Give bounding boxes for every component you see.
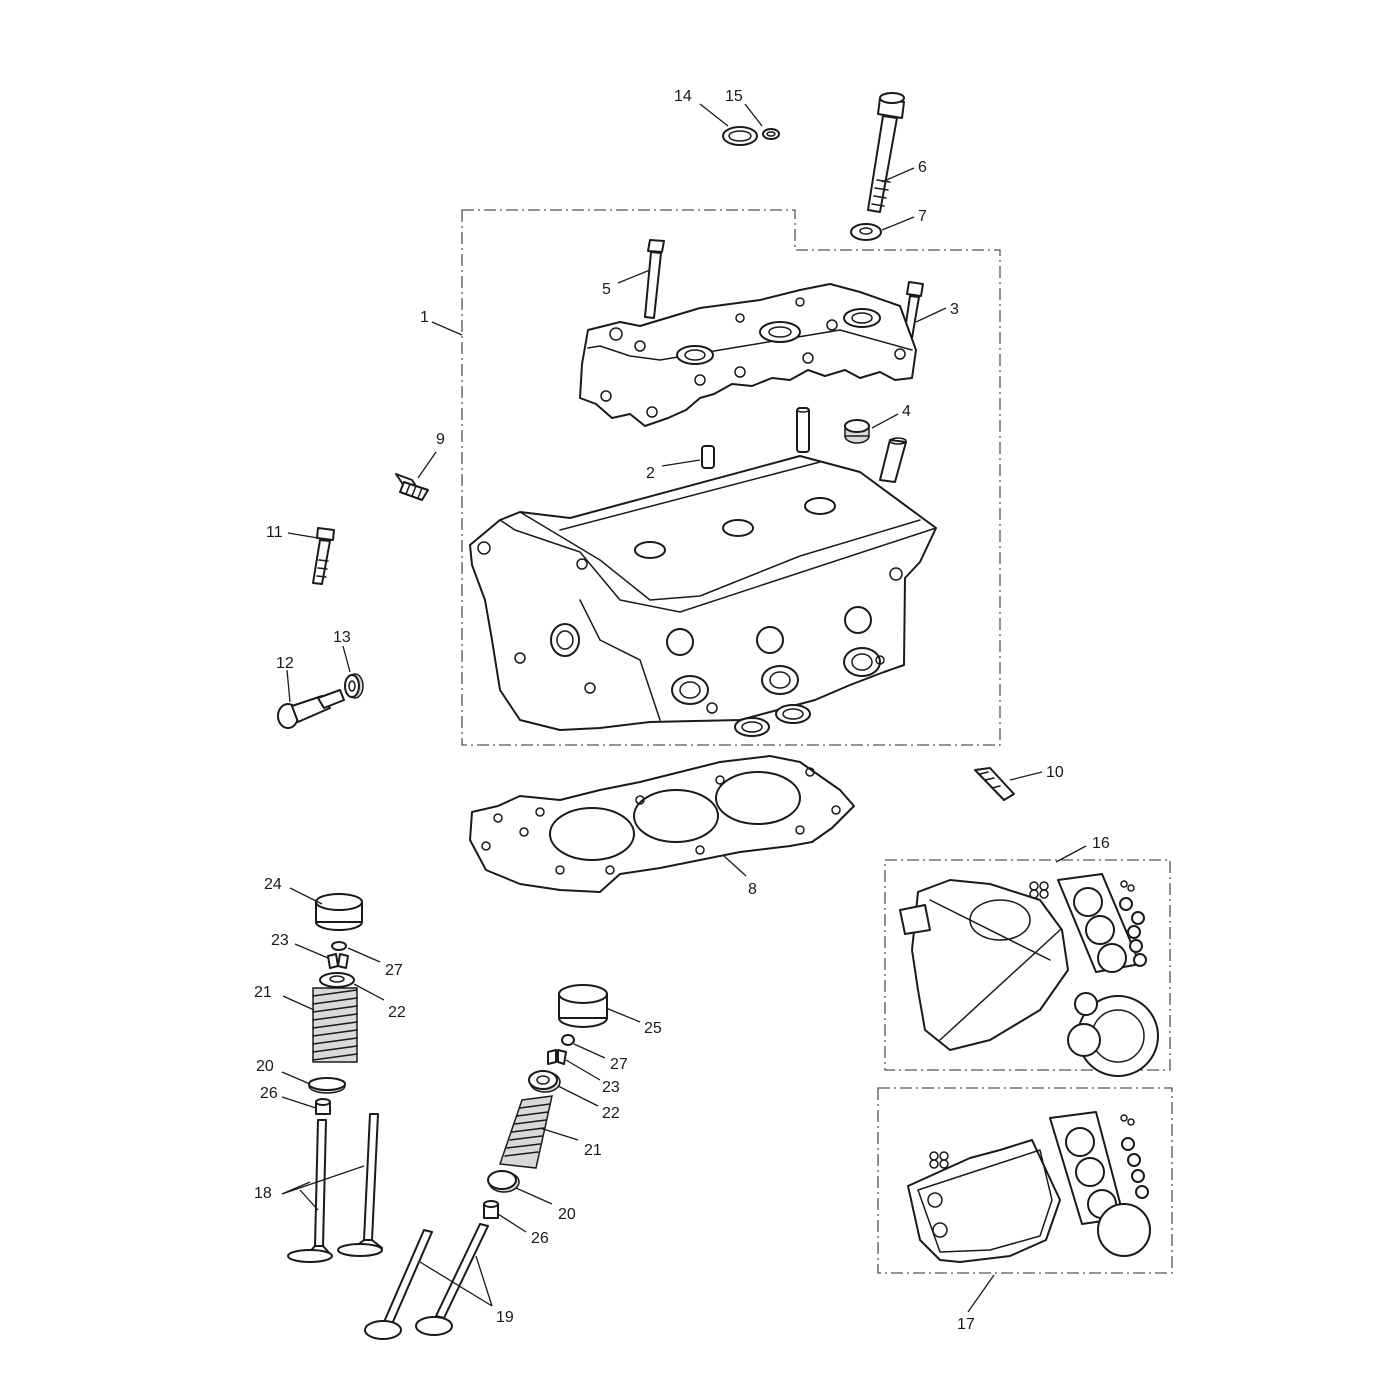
gasket-set-complete [899,873,1159,1077]
gasket-set-box-lower [877,1087,1173,1274]
callout-23-right: 23 [602,1079,620,1096]
leader-lines [281,103,1087,1313]
cam-cover-bolt-5 [644,239,665,319]
cylinder-head-assembly-box [461,209,1001,746]
callout-5: 5 [602,281,611,298]
valve-spring-21-left [312,987,358,1063]
callout-15: 15 [725,88,743,105]
plug-seal [844,419,870,444]
callout-22-left: 22 [388,1004,406,1021]
valve-bucket-25 [558,984,608,1028]
callout-26-left: 26 [260,1085,278,1102]
shim-27-left [331,941,347,951]
callout-1: 1 [420,309,429,326]
callout-26-right: 26 [531,1230,549,1247]
head-bolt-long [867,92,905,213]
callout-22-right: 22 [602,1105,620,1122]
callout-24: 24 [264,876,282,893]
union-bolt [277,689,345,729]
spring-seat-20-left [308,1077,346,1094]
valve-18b [337,1113,383,1257]
callout-4: 4 [902,403,911,420]
callout-8: 8 [748,881,757,898]
valve-spring-21-right [498,1095,553,1169]
o-ring-large [722,126,758,146]
stem-seal-26-right [483,1200,499,1219]
dowel-sleeve-b [879,437,907,483]
cylinder-head [469,455,937,731]
callout-16: 16 [1092,835,1110,852]
valve-18a [287,1119,333,1263]
callout-10: 10 [1046,764,1064,781]
valve-bucket-24 [315,893,363,931]
valve-19a [364,1229,433,1340]
callout-9: 9 [436,431,445,448]
callout-11: 11 [266,524,283,541]
callout-14: 14 [674,88,692,105]
callout-21-left: 21 [254,984,272,1001]
callout-23-left: 23 [271,932,289,949]
exhaust-stud [974,767,1015,801]
collet-23-left [327,953,349,969]
valve-19b [415,1223,489,1336]
head-gasket [469,755,855,893]
callout-21-right: 21 [584,1142,602,1159]
head-bolt-washer [850,223,882,241]
callout-6: 6 [918,159,927,176]
o-ring-small [762,128,780,140]
callout-27-left: 27 [385,962,403,979]
callout-7: 7 [918,208,927,225]
callout-19: 19 [496,1309,514,1326]
shim-27-right [561,1034,575,1046]
sealing-washer [344,673,364,699]
callout-13: 13 [333,629,351,646]
banjo-stud [395,473,429,501]
callout-27-right: 27 [610,1056,628,1073]
pin-bolt [312,527,335,585]
gasket-set-top-end [907,1111,1151,1263]
spring-seat-20-right [487,1170,520,1193]
dowel-sleeve-a [796,407,810,453]
spring-retainer-22-left [319,972,355,988]
callout-3: 3 [950,301,959,318]
gasket-set-box-upper [884,859,1171,1071]
intake-seal-b [775,704,811,724]
callout-2: 2 [646,465,655,482]
intake-seal-a [734,717,770,737]
dowel-pin [701,445,715,469]
stem-seal-26-left [315,1098,331,1115]
callout-18: 18 [254,1185,272,1202]
callout-17: 17 [957,1316,975,1333]
callout-25: 25 [644,1020,662,1037]
camshaft-carrier [579,283,917,427]
callout-20-right: 20 [558,1206,576,1223]
collet-23-right [547,1049,567,1065]
spring-retainer-22-right [528,1070,561,1093]
callout-12: 12 [276,655,294,672]
callout-20-left: 20 [256,1058,274,1075]
